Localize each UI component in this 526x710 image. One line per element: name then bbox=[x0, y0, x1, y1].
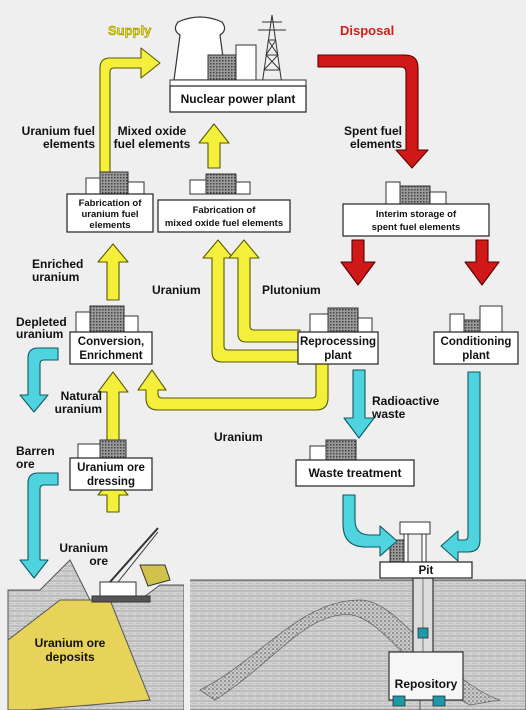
svg-text:Pit: Pit bbox=[419, 565, 434, 577]
label-uranium-bottom: Uranium bbox=[214, 430, 263, 444]
label-spent-fuel-elements: Spent fuel bbox=[344, 124, 402, 138]
svg-text:Interim storage of: Interim storage of bbox=[376, 209, 457, 220]
svg-text:Conversion,: Conversion, bbox=[78, 336, 144, 348]
svg-text:uranium: uranium bbox=[55, 402, 102, 416]
svg-text:Uranium ore: Uranium ore bbox=[77, 462, 145, 474]
svg-text:waste: waste bbox=[371, 407, 406, 421]
label-radioactive-waste: Radioactive bbox=[372, 394, 440, 408]
supply-arrows bbox=[97, 47, 329, 513]
label-uranium-mid: Uranium bbox=[152, 283, 201, 297]
svg-text:mixed oxide fuel elements: mixed oxide fuel elements bbox=[165, 218, 283, 229]
supply-heading: Supply bbox=[108, 23, 152, 38]
box-fabrication-mox: Fabrication of mixed oxide fuel elements bbox=[157, 199, 291, 233]
label-plutonium: Plutonium bbox=[262, 283, 321, 297]
svg-text:uranium: uranium bbox=[32, 270, 79, 284]
power-plant-icon bbox=[169, 14, 307, 87]
svg-text:ore: ore bbox=[16, 457, 35, 471]
pit-headframe bbox=[389, 521, 431, 565]
flow-labels: Uranium fuel elements Mixed oxide fuel e… bbox=[16, 124, 458, 691]
svg-text:ore: ore bbox=[89, 554, 108, 568]
box-interim-storage: Interim storage of spent fuel elements bbox=[342, 203, 490, 237]
svg-text:uranium fuel: uranium fuel bbox=[81, 209, 138, 220]
svg-text:fuel elements: fuel elements bbox=[114, 137, 191, 151]
svg-text:plant: plant bbox=[462, 350, 490, 362]
label-mixed-oxide-fuel-elements: Mixed oxide bbox=[118, 124, 187, 138]
box-nuclear-power-plant: Nuclear power plant bbox=[169, 85, 307, 113]
box-conversion-enrichment: Conversion, Enrichment bbox=[69, 331, 153, 365]
box-pit: Pit bbox=[379, 561, 473, 579]
label-enriched-uranium: Enriched bbox=[32, 257, 83, 271]
label-uranium-ore-deposits: Uranium ore bbox=[35, 636, 106, 650]
svg-text:Reprocessing: Reprocessing bbox=[300, 336, 376, 348]
rock-vein bbox=[199, 599, 501, 706]
box-conditioning-plant: Conditioning plant bbox=[433, 331, 519, 365]
svg-text:spent fuel elements: spent fuel elements bbox=[372, 222, 461, 233]
label-uranium-fuel-elements: Uranium fuel bbox=[22, 124, 95, 138]
svg-text:Fabrication of: Fabrication of bbox=[193, 205, 257, 216]
disposal-arrows bbox=[317, 54, 500, 286]
svg-text:elements: elements bbox=[43, 137, 95, 151]
svg-text:deposits: deposits bbox=[45, 650, 95, 664]
svg-text:Nuclear power plant: Nuclear power plant bbox=[181, 92, 296, 106]
svg-text:Fabrication of: Fabrication of bbox=[79, 198, 143, 209]
box-waste-treatment: Waste treatment bbox=[295, 459, 415, 487]
label-uranium-ore: Uranium bbox=[59, 541, 108, 555]
label-natural-uranium: Natural bbox=[61, 389, 102, 403]
box-reprocessing-plant: Reprocessing plant bbox=[297, 331, 379, 365]
label-depleted-uranium: Depleted bbox=[16, 315, 67, 329]
svg-text:Conditioning: Conditioning bbox=[441, 336, 512, 348]
svg-text:elements: elements bbox=[89, 220, 130, 231]
facility-icons bbox=[75, 171, 503, 603]
svg-text:dressing: dressing bbox=[87, 476, 135, 488]
box-uranium-ore-dressing: Uranium ore dressing bbox=[69, 457, 153, 491]
svg-text:uranium: uranium bbox=[16, 327, 63, 341]
svg-text:Waste treatment: Waste treatment bbox=[309, 466, 402, 480]
box-fabrication-uranium-fuel: Fabrication of uranium fuel elements bbox=[66, 193, 154, 233]
waste-arrows bbox=[19, 347, 481, 579]
label-barren-ore: Barren bbox=[16, 444, 55, 458]
label-repository: Repository bbox=[395, 677, 458, 691]
svg-text:Enrichment: Enrichment bbox=[79, 350, 142, 362]
svg-text:plant: plant bbox=[324, 350, 352, 362]
disposal-heading: Disposal bbox=[340, 23, 394, 38]
svg-text:elements: elements bbox=[350, 137, 402, 151]
